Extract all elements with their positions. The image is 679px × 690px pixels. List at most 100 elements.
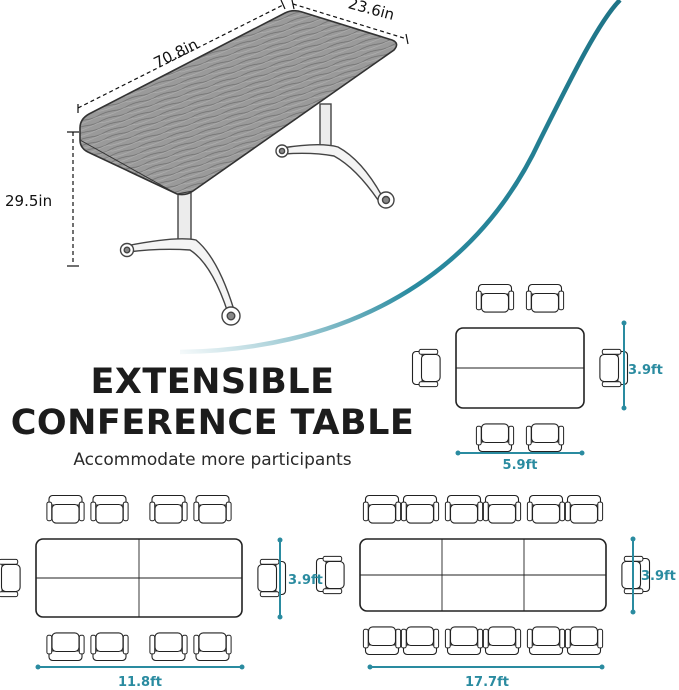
chair-arm [400,628,407,649]
chair-icon [90,632,129,662]
chair-seat [198,632,227,653]
large-length-label: 17.7ft [465,675,509,690]
dimension-endpoint [277,614,283,620]
chair-seat [154,632,183,653]
chair-arm [508,290,515,311]
chair-arm [475,290,482,311]
chair-icon [46,632,85,662]
dimension-endpoint [599,664,605,670]
chair-seat [531,626,561,647]
chair-seat [367,503,397,524]
dimension-endpoint [630,536,636,542]
chair-arm [601,348,622,355]
chair-back [92,650,127,662]
chair-icon [400,626,440,656]
chair-seat [51,503,80,524]
chair-icon [315,555,345,595]
chair-arm [525,290,532,311]
chair-seat [367,626,397,647]
chair-arm [395,501,402,522]
chair-arm [526,501,533,522]
chair-arm [225,634,232,655]
height-dimension-label: 29.5in [5,192,52,210]
chair-back [477,441,513,453]
chair-seat [198,503,227,524]
layout-small [411,283,629,456]
dimension-endpoint [630,609,636,615]
chair-icon [526,626,566,656]
chair-arm [149,501,156,522]
chair-back [402,494,438,506]
chair-icon [46,494,85,524]
chair-icon [564,494,604,524]
dimension-endpoint [239,664,245,670]
chair-arm [482,628,489,649]
chair-back [195,650,230,662]
chair-icon [444,626,484,656]
dimension-endpoint [621,405,627,411]
chair-icon [475,283,515,313]
chair-arm [0,591,19,598]
chair-icon [482,626,522,656]
chair-seat [530,423,560,444]
dimension-endpoint [35,664,41,670]
chair-seat [154,503,183,524]
chair-arm [525,425,532,446]
chair-arm [46,501,53,522]
chair-arm [90,634,97,655]
chair-arm [433,628,440,649]
medium-width-label: 3.9ft [288,573,323,588]
chair-icon [149,494,188,524]
chair-back [484,644,520,656]
chair-arm [508,425,515,446]
chair-arm [90,501,97,522]
chair-seat [569,626,599,647]
chair-icon [599,348,629,388]
chair-arm [122,501,129,522]
chair-arm [78,634,85,655]
chair-icon [257,558,287,598]
chair-arm [395,628,402,649]
chair-icon [90,494,129,524]
chair-icon [411,348,441,388]
chair-seat [530,292,560,313]
chair-icon [149,632,188,662]
chair-seat [405,503,435,524]
chair-arm [559,501,566,522]
chair-back [617,350,629,386]
chair-seat [480,423,510,444]
chair-arm [193,501,200,522]
chair-seat [324,560,345,590]
chair-back [151,494,186,506]
chair-back [446,494,482,506]
headline-subtitle: Accommodate more participants [73,450,352,470]
chair-arm [149,634,156,655]
chair-seat [0,563,21,593]
chair-arm [515,501,522,522]
chair-arm [181,634,188,655]
chair-arm [0,558,19,565]
chair-arm [597,501,604,522]
chair-arm [259,591,280,598]
chair-icon [482,494,522,524]
chair-arm [418,348,439,355]
chair-arm [564,628,571,649]
chair-seat [449,503,479,524]
dimension-endpoint [455,450,461,456]
dimension-lines [67,0,409,267]
chair-icon [564,626,604,656]
dimension-endpoint [277,537,283,543]
chair-arm [444,501,451,522]
chair-arm [526,628,533,649]
chair-back [402,644,438,656]
layout-large [315,494,651,670]
chair-arm [46,634,53,655]
dimension-endpoint [579,450,585,456]
chair-seat [487,503,517,524]
chair-back [195,494,230,506]
chair-icon [525,423,565,453]
chair-arm [225,501,232,522]
table-sketch [79,9,398,326]
chair-icon [0,558,21,598]
